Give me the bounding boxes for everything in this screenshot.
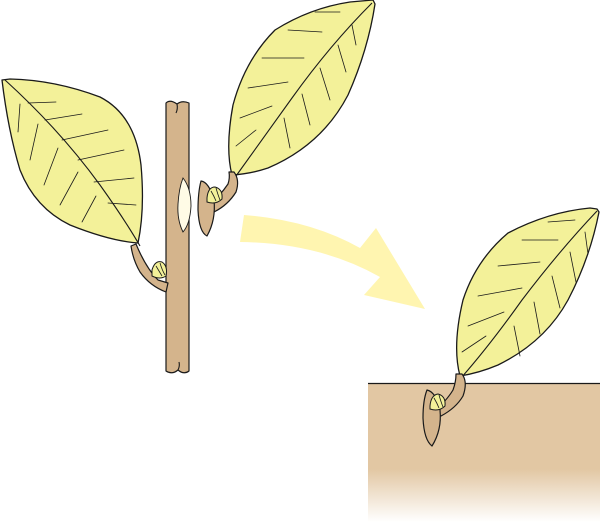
arrow-icon [240, 215, 425, 309]
leaf-left [1, 78, 169, 293]
leaf-cut [197, 0, 376, 237]
soil-body [368, 383, 600, 522]
parent-stem [165, 100, 192, 374]
leaf-left-midrib [4, 79, 141, 247]
parent-stem-body [165, 100, 190, 374]
stem-top-notch [175, 103, 178, 114]
planted-bud [429, 393, 446, 411]
arrow [240, 215, 425, 309]
leaf-cut-midrib [235, 2, 373, 177]
soil [368, 382, 600, 522]
leaf-left-blade [1, 78, 144, 244]
leaf-left-bud [151, 261, 167, 279]
cut-scar [177, 177, 192, 233]
planted-leaf-midrib [460, 210, 598, 379]
leaf-cut-bud [206, 186, 223, 204]
stem-bottom-notch [177, 361, 180, 371]
planted-cutting [422, 207, 600, 447]
leaf-left-petiole [130, 243, 169, 293]
